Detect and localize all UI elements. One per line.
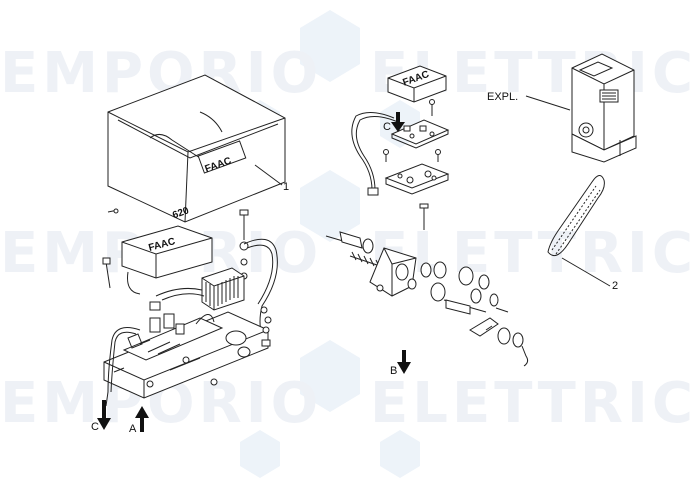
- arrow-b-icon: [397, 350, 411, 374]
- part-label-2: 2: [612, 280, 618, 292]
- arrow-b-label: B: [390, 365, 397, 377]
- toothed-belt: [547, 175, 611, 287]
- watermark-right-middle: ELETTRICO: [370, 221, 694, 286]
- arrow-c-top-icon: [391, 112, 405, 132]
- watermark-right-bottom: ELETTRICO: [370, 371, 694, 436]
- arrow-c-left-label: C: [91, 421, 99, 433]
- transformer-coil: [149, 267, 245, 311]
- part-label-1: 1: [283, 181, 289, 193]
- gear-components: [407, 261, 509, 315]
- encoder-cover: FAAC: [387, 65, 447, 103]
- gear-housing: [369, 247, 417, 297]
- shaft-screw: [419, 203, 429, 230]
- transformer-box: FAAC: [102, 225, 213, 295]
- arrow-a-label: A: [129, 423, 137, 435]
- connector-stack: [260, 306, 272, 347]
- small-screw: [429, 99, 435, 116]
- control-board: [103, 311, 269, 399]
- motor-cover: FAAC 620: [107, 74, 286, 223]
- arrow-c-left-icon: [97, 400, 111, 430]
- arrow-a-icon: [135, 406, 149, 432]
- assembled-operator: [525, 53, 637, 163]
- release-lever: [469, 317, 529, 367]
- encoder-board: [390, 119, 450, 149]
- worm-shaft: [325, 231, 387, 269]
- exploded-view-label: EXPL.: [487, 91, 518, 103]
- power-cable: [243, 238, 278, 337]
- long-screw: [239, 209, 249, 280]
- encoder-wire: [351, 112, 399, 196]
- arrow-c-top-label: C: [383, 121, 391, 133]
- encoder-mount-plate: [383, 149, 450, 195]
- encoder-cable: [105, 327, 141, 407]
